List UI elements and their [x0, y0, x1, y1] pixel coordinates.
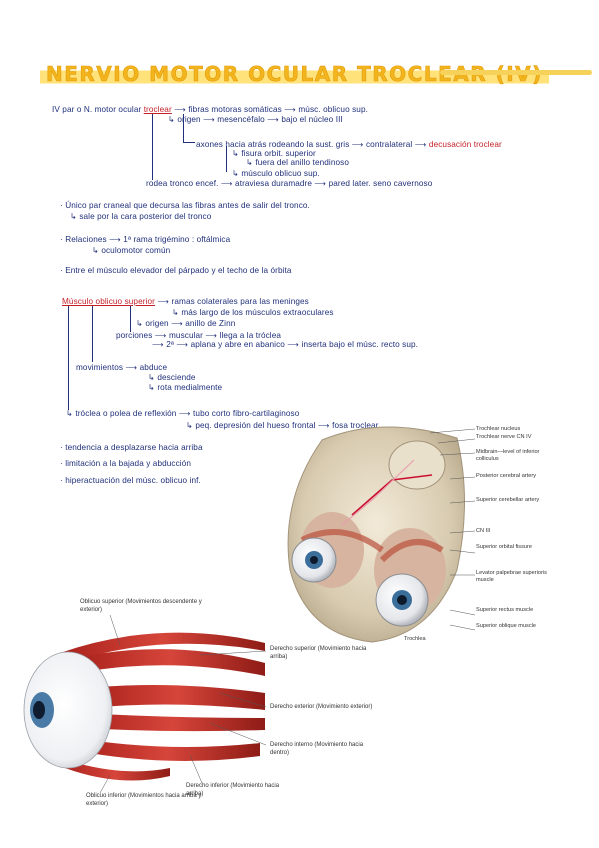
anatomy-label-trochlea: Trochlea [404, 636, 426, 642]
muscle-line-3: ↳ origen ⟶ anillo de Zinn [136, 319, 236, 328]
note-line-5: ↳ fuera del anillo tendinoso [246, 158, 349, 167]
muscle-line-1: Músculo oblicuo superior ⟶ ramas colater… [62, 296, 309, 306]
axon-path: axones hacia atrás rodeando la sust. gri… [196, 140, 427, 149]
eye-label-oblicuo-superior: Oblicuo superior (Movimientos descendent… [80, 599, 202, 613]
movement-abduce: ⟶ abduce [125, 363, 168, 372]
note-line-4: ↳ fisura orbit. superior [232, 149, 316, 158]
note-line-3: axones hacia atrás rodeando la sust. gri… [196, 139, 502, 149]
bullet-1-sub: ↳ sale por la cara posterior del tronco [70, 212, 212, 221]
connector-vertical [152, 114, 153, 180]
anatomy-label-midbrain: Midbrain—level of inferior colliculus [476, 449, 540, 462]
bullet-2-sub: ↳ oculomotor común [92, 246, 171, 255]
eye-label-derecho-inferior: Derecho inferior (Movimiento hacia arrib… [186, 783, 280, 797]
note-line-7: rodea tronco encef. ⟶ atraviesa duramadr… [146, 179, 433, 188]
connector-horizontal [183, 142, 195, 143]
connector-vertical [130, 306, 131, 332]
connector-vertical [92, 306, 93, 362]
nerve-name-red: troclear [143, 105, 172, 114]
anatomy-label-levator-palpebrae: Levator palpebrae superioris muscle [476, 570, 547, 583]
connector-vertical [226, 146, 227, 172]
orbit-anatomy-illustration [287, 426, 465, 643]
title-underline [440, 70, 592, 75]
anatomy-label-superior-oblique: Superior oblique muscle [476, 623, 537, 629]
bullet-3: · Entre el músculo elevador del párpado … [60, 266, 292, 275]
movements-line: movimientos ⟶ abduce [76, 362, 167, 372]
nerve-name: IV par o N. motor ocular [52, 105, 142, 114]
anatomy-label-posterior-cerebral-artery: Posterior cerebral artery [476, 473, 536, 479]
anatomy-label-trochlear-nucleus: Trochlear nucleus [476, 426, 521, 432]
meningeal-branches: ⟶ ramas colaterales para las meninges [157, 297, 309, 306]
anatomy-label-superior-cerebellar-artery: Superior cerebellar artery [476, 497, 540, 503]
connector-vertical [183, 114, 184, 142]
trochlea-line-1: ↳ tróclea o polea de reflexión ⟶ tubo co… [66, 409, 300, 418]
note-line-2: ↳ origen ⟶ mesencéfalo ⟶ bajo el núcleo … [168, 115, 343, 124]
decussation: decusación troclear [428, 140, 502, 149]
muscular-portion: ⟶ muscular ⟶ llega a la tróclea [154, 331, 282, 340]
anatomy-label-superior-orbital-fissure: Superior orbital fissure [476, 544, 532, 550]
muscle-line-5: ⟶ 2ª ⟶ aplana y abre en abanico ⟶ insert… [152, 340, 419, 349]
anatomy-label-cn-iii: CN III [476, 528, 491, 534]
anatomy-label-superior-rectus: Superior rectus muscle [476, 607, 534, 613]
extraocular-muscles-illustration [23, 632, 265, 781]
eye-label-derecho-interno: Derecho interno (Movimiento hacia dentro… [270, 742, 364, 756]
eye-label-derecho-superior: Derecho superior (Movimiento hacia arrib… [270, 646, 367, 660]
trochlea-line-2: ↳ peq. depresión del hueso frontal ⟶ fos… [186, 421, 379, 430]
eye-label-leaders [99, 614, 267, 794]
note-line-6: ↳ músculo oblicuo sup. [232, 169, 320, 178]
note-line-1: IV par o N. motor ocular troclear ⟶ fibr… [52, 104, 368, 114]
eye-label-derecho-exterior: Derecho exterior (Movimiento exterior) [270, 704, 373, 710]
anatomy-label-trochlear-nerve: Trochlear nerve CN IV [476, 434, 532, 440]
fiber-type: ⟶ fibras motoras somáticas ⟶ músc. oblic… [174, 105, 368, 114]
bullet-2: · Relaciones ⟶ 1ª rama trigémino : oftál… [60, 235, 231, 244]
lesion-2: · limitación a la bajada y abducción [60, 459, 192, 468]
portions-label: porciones [116, 331, 153, 340]
eye-label-oblicuo-inferior: Oblicuo inferior (Movimientos hacia arri… [86, 793, 202, 807]
movements-label: movimientos [76, 363, 124, 372]
muscle-line-2: ↳ más largo de los músculos extraoculare… [172, 308, 334, 317]
bullet-1: · Único par craneal que decursa las fibr… [60, 201, 310, 210]
anatomy-label-leaders [429, 428, 476, 631]
movement-2: ↳ desciende [148, 373, 196, 382]
lesion-3: · hiperactuación del músc. oblicuo inf. [60, 476, 201, 485]
connector-vertical [68, 306, 69, 410]
muscle-name: Músculo oblicuo superior [62, 297, 155, 306]
lesion-1: · tendencia a desplazarse hacia arriba [60, 443, 203, 452]
movement-3: ↳ rota medialmente [148, 383, 223, 392]
muscle-line-4: porciones ⟶ muscular ⟶ llega a la trócle… [116, 330, 281, 340]
